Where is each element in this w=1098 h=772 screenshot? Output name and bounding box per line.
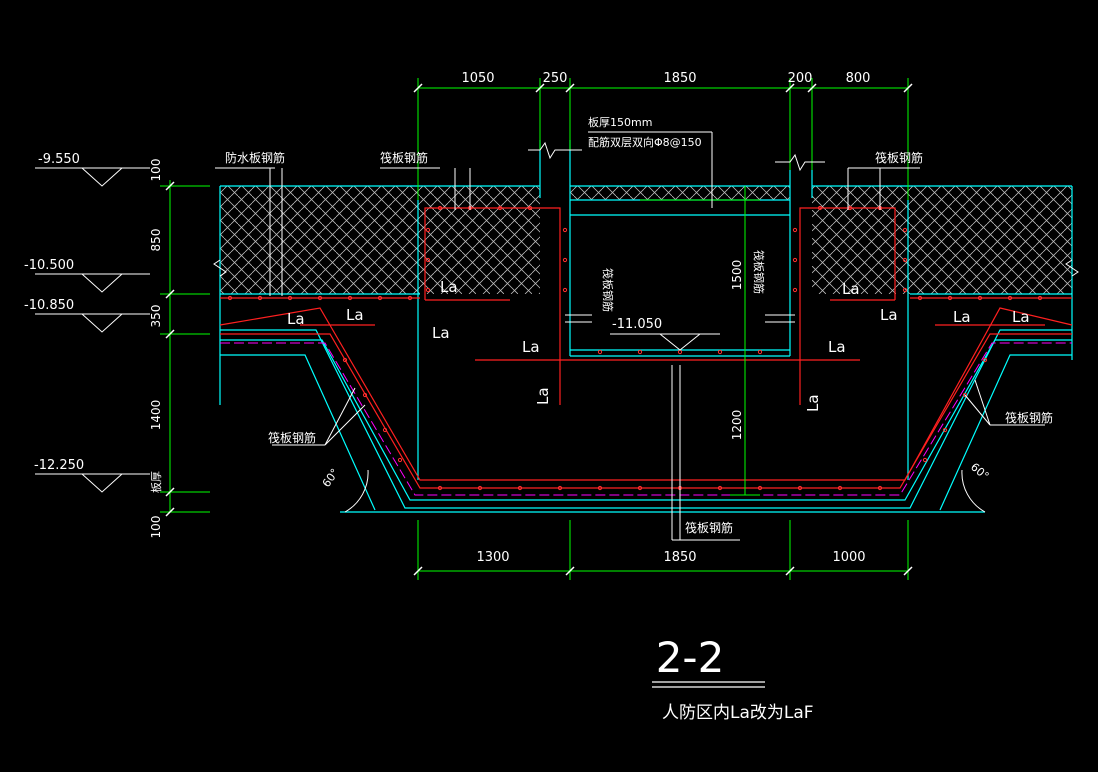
label-angle-left: 60° — [320, 466, 342, 489]
label-raft-rebar-bottom: 筏板钢筋 — [685, 520, 733, 535]
drawing-title: 2-2 — [656, 633, 725, 682]
left-dim-100-top: 100 — [149, 159, 163, 182]
bottom-dim-1000: 1000 — [832, 550, 865, 565]
elevation-9550: -9.550 — [38, 152, 80, 167]
left-dim-350: 350 — [149, 305, 163, 328]
dimension-lines — [160, 78, 909, 580]
la-label: La — [287, 310, 305, 328]
label-slab-thickness: 板厚150mm — [588, 115, 652, 129]
label-double-rebar: 配筋双层双向Φ8@150 — [588, 135, 702, 149]
elevation-11050: -11.050 — [612, 317, 662, 332]
la-label: La — [522, 338, 540, 356]
la-label: La — [440, 278, 458, 296]
top-dim-1050: 1050 — [461, 71, 494, 86]
label-raft-rebar-top-left: 筏板钢筋 — [380, 150, 428, 165]
leader-lines — [215, 131, 1045, 541]
drawing-note: 人防区内La改为LaF — [662, 703, 814, 723]
la-label: La — [953, 308, 971, 326]
waterproof-layer — [220, 342, 1072, 496]
left-dim-1400: 1400 — [149, 400, 163, 431]
label-waterproof-rebar: 防水板钢筋 — [225, 150, 285, 165]
label-dim-1500: 1500 — [730, 260, 744, 291]
left-dim-100-bottom: 100 — [149, 516, 163, 539]
label-raft-rebar-vert-left: 筏板钢筋 — [601, 268, 615, 312]
hatched-slab — [220, 186, 1072, 294]
la-label: La — [1012, 308, 1030, 326]
dimension-ticks — [165, 83, 913, 576]
la-label: La — [534, 387, 552, 405]
label-angle-right: 60° — [968, 460, 991, 482]
la-label: La — [346, 306, 364, 324]
text-layer: 1050 250 1850 200 800 1300 1850 1000 100… — [24, 71, 1053, 723]
la-label: La — [432, 324, 450, 342]
rebar-lines — [219, 207, 1073, 489]
label-raft-rebar-left-slope: 筏板钢筋 — [268, 430, 316, 445]
top-dim-800: 800 — [846, 71, 871, 86]
label-dim-1200: 1200 — [730, 410, 744, 441]
label-raft-rebar-top-right: 筏板钢筋 — [875, 150, 923, 165]
break-lines — [213, 141, 1079, 277]
bottom-dim-1300: 1300 — [476, 550, 509, 565]
la-label: La — [828, 338, 846, 356]
top-dim-1850: 1850 — [663, 71, 696, 86]
la-label: La — [804, 394, 822, 412]
bottom-dim-1850: 1850 — [663, 550, 696, 565]
elevation-12250: -12.250 — [34, 458, 84, 473]
top-dim-250: 250 — [543, 71, 568, 86]
left-dim-850: 850 — [149, 229, 163, 252]
elevation-markers — [35, 167, 720, 493]
label-raft-rebar-vert-right: 筏板钢筋 — [752, 250, 766, 294]
label-raft-rebar-right-slope: 筏板钢筋 — [1005, 410, 1053, 425]
title-underline — [652, 681, 765, 688]
la-label: La — [880, 306, 898, 324]
la-label: La — [842, 280, 860, 298]
left-dim-slab: 板厚 — [149, 471, 163, 493]
elevation-10500: -10.500 — [24, 258, 74, 273]
top-dim-200: 200 — [788, 71, 813, 86]
elevation-10850: -10.850 — [24, 298, 74, 313]
